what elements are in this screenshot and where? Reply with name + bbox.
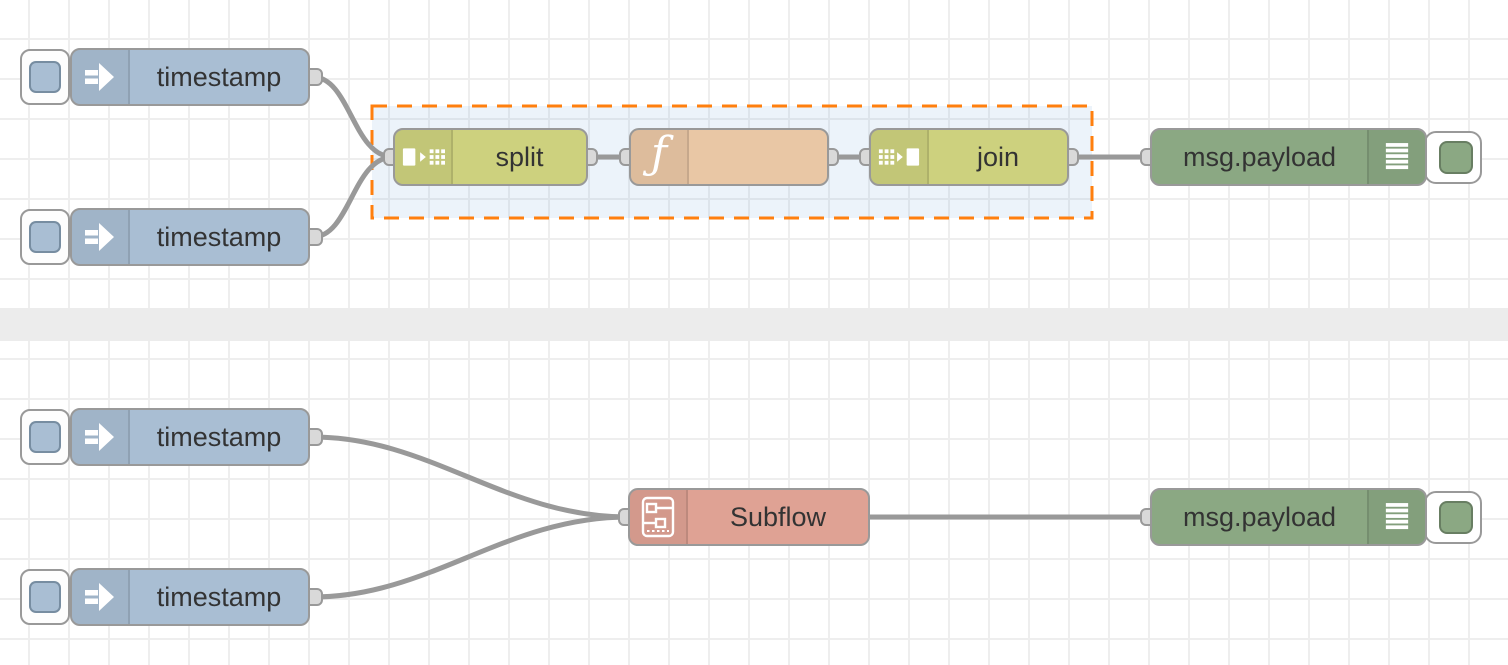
arrow-in-icon	[72, 570, 130, 624]
debug-toggle-button[interactable]	[1424, 131, 1482, 184]
node-label: timestamp	[156, 61, 282, 92]
inject-button[interactable]	[20, 209, 70, 265]
wire[interactable]	[310, 514, 631, 600]
inject-button-pad	[29, 421, 61, 453]
inject-button-pad	[29, 221, 61, 253]
node-subflow[interactable]: Subflow	[628, 488, 870, 546]
node-label: timestamp	[156, 221, 282, 252]
wire[interactable]	[310, 434, 631, 520]
debug-list-icon	[1367, 490, 1425, 544]
debug-toggle-button[interactable]	[1424, 491, 1482, 544]
node-label: msg.payload	[1182, 141, 1337, 172]
node-label: split	[495, 141, 544, 172]
debug-toggle-pad	[1439, 141, 1473, 174]
node-inject[interactable]: timestamp	[70, 208, 310, 266]
node-function[interactable]: ƒ	[629, 128, 829, 186]
wire[interactable]	[310, 74, 396, 160]
wire[interactable]	[310, 154, 396, 240]
inject-button[interactable]	[20, 569, 70, 625]
node-label: timestamp	[156, 421, 282, 452]
node-debug[interactable]: msg.payload	[1150, 128, 1427, 186]
debug-list-icon	[1367, 130, 1425, 184]
node-label: join	[976, 141, 1020, 172]
node-inject[interactable]: timestamp	[70, 568, 310, 626]
arrow-in-icon	[72, 410, 130, 464]
node-inject[interactable]: timestamp	[70, 408, 310, 466]
inject-button-pad	[29, 61, 61, 93]
arrow-in-icon	[72, 210, 130, 264]
node-join[interactable]: join	[869, 128, 1069, 186]
inject-button[interactable]	[20, 49, 70, 105]
workspace-divider	[0, 308, 1508, 341]
function-icon: ƒ	[631, 130, 689, 184]
debug-toggle-pad	[1439, 501, 1473, 534]
inject-button[interactable]	[20, 409, 70, 465]
node-label: timestamp	[156, 581, 282, 612]
subflow-icon	[630, 490, 688, 544]
arrow-in-icon	[72, 50, 130, 104]
join-icon	[871, 130, 929, 184]
node-split[interactable]: split	[393, 128, 588, 186]
node-label: msg.payload	[1182, 501, 1337, 532]
node-label	[689, 130, 827, 184]
inject-button-pad	[29, 581, 61, 613]
node-label: Subflow	[729, 501, 827, 532]
node-debug[interactable]: msg.payload	[1150, 488, 1427, 546]
node-inject[interactable]: timestamp	[70, 48, 310, 106]
split-icon	[395, 130, 453, 184]
